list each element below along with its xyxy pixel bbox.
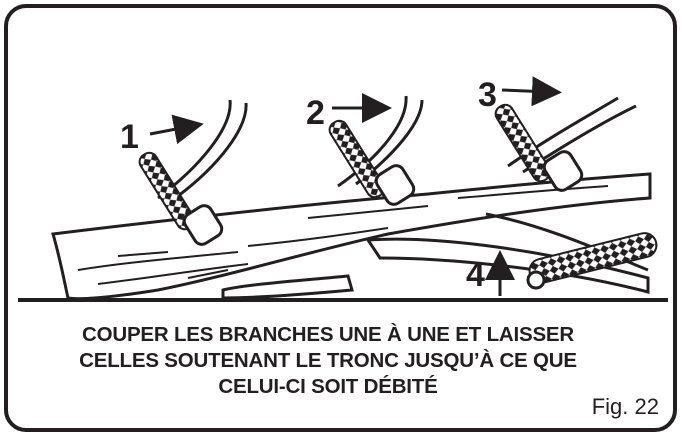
log-trunk [51, 172, 652, 301]
log-cutting-illustration: 1 2 3 4 [18, 76, 668, 302]
instruction-caption: COUPER LES BRANCHES UNE À UNE ET LAISSER… [28, 322, 628, 400]
caption-line-1: COUPER LES BRANCHES UNE À UNE ET LAISSER [81, 323, 575, 346]
step-2-label: 2 [306, 94, 325, 132]
chainsaw-3 [494, 103, 584, 192]
support-branch-lower [221, 274, 354, 300]
chainsaw-4 [526, 232, 658, 290]
caption-line-2: CELLES SOUTENANT LE TRONC JUSQU’À CE QUE [79, 349, 577, 372]
step-1-label: 1 [120, 118, 139, 156]
step-3-label: 3 [478, 76, 497, 114]
right-branch [485, 212, 649, 272]
figure-frame: 1 2 3 4 COUPER LES BRANCHES UNE À UNE ET… [4, 4, 677, 432]
caption-line-3: CELUI-CI SOIT DÉBITÉ [218, 375, 438, 398]
figure-number: Fig. 22 [591, 394, 659, 419]
chainsaw-2 [328, 119, 416, 206]
bark-lines [77, 185, 609, 285]
step-3-arrow [501, 76, 562, 107]
step-4-label: 4 [466, 256, 485, 294]
chainsaw-1 [138, 151, 224, 246]
step-1-arrow [149, 114, 204, 145]
